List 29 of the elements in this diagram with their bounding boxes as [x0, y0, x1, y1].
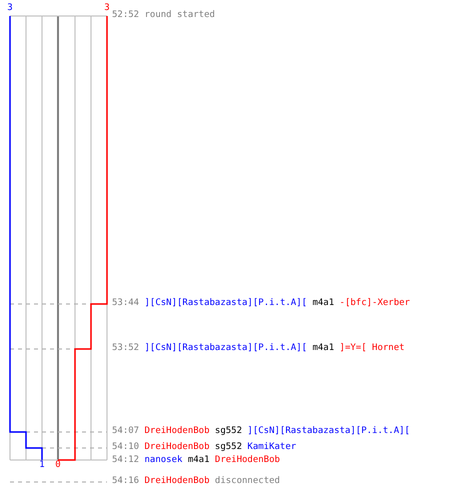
- player-name: ][CsN][Rastabazasta][P.i.t.A][: [144, 343, 308, 354]
- player-name: DreiHodenBob: [144, 442, 210, 453]
- player-name: nanosek: [144, 455, 182, 466]
- count-number: 3: [7, 3, 13, 14]
- timestamp: 52:52: [112, 10, 140, 21]
- count-number: 3: [104, 3, 110, 14]
- player-name: ][CsN][Rastabazasta][P.i.t.A][: [144, 298, 308, 309]
- player-name: KamiKater: [247, 442, 296, 453]
- count-number: 0: [55, 460, 61, 471]
- count-number: 1: [39, 460, 45, 471]
- timestamp: 53:52: [112, 343, 140, 354]
- weapon-name: sg552: [214, 426, 242, 437]
- player-name: DreiHodenBob: [144, 426, 210, 437]
- player-name: -[bfc]-Xerber: [340, 298, 410, 309]
- weapon-name: m4a1: [188, 455, 210, 466]
- weapon-name: m4a1: [312, 298, 334, 309]
- timestamp: 54:12: [112, 455, 140, 466]
- player-name: DreiHodenBob: [144, 476, 210, 487]
- event-text: round started: [144, 10, 215, 21]
- weapon-name: sg552: [214, 442, 242, 453]
- timestamp: 54:16: [112, 476, 140, 487]
- timestamp: 54:07: [112, 426, 140, 437]
- weapon-name: m4a1: [312, 343, 334, 354]
- player-name: ][CsN][Rastabazasta][P.i.t.A][: [247, 426, 410, 437]
- player-name: ]=Y=[ Hornet: [340, 343, 405, 354]
- player-name: DreiHodenBob: [214, 455, 280, 466]
- event-text: disconnected: [214, 476, 280, 487]
- timestamp: 54:10: [112, 442, 140, 453]
- timestamp: 53:44: [112, 298, 140, 309]
